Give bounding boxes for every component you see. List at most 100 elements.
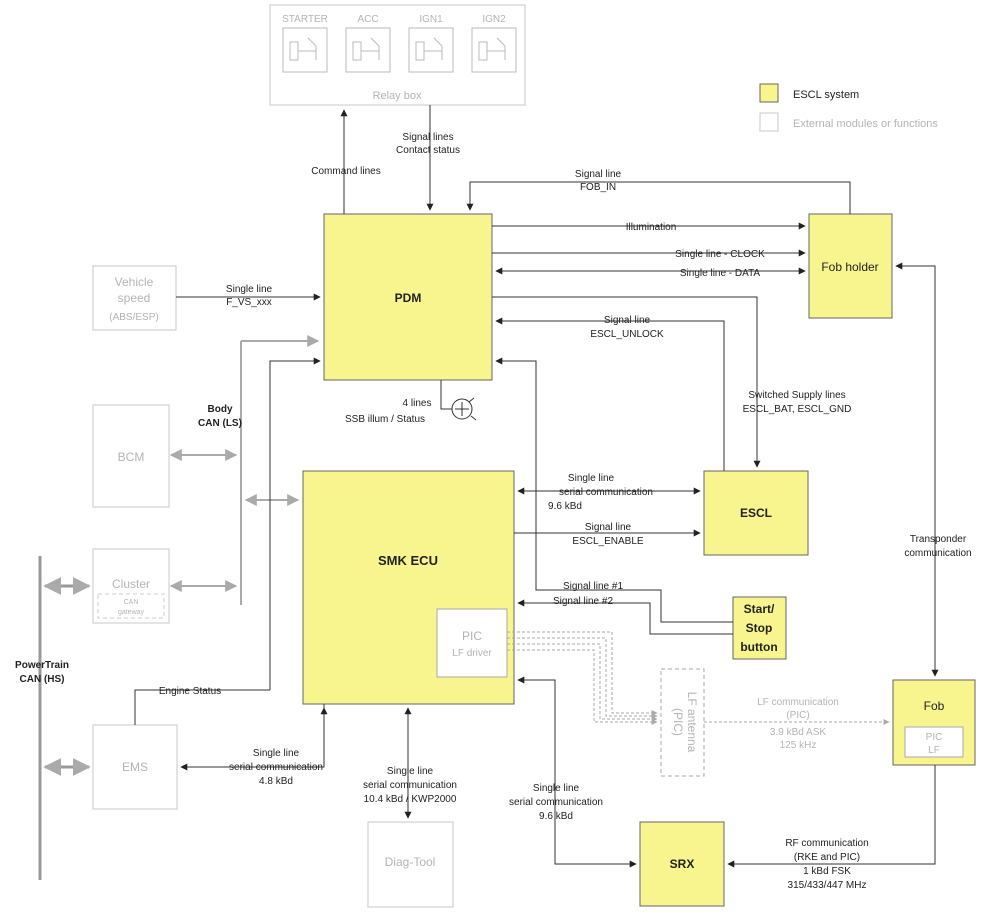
pdm-block: PDM: [323, 213, 493, 381]
label-ems-serial-2: serial communication: [229, 762, 323, 773]
label-data: Single line - DATA: [680, 268, 761, 279]
powertrain-can-bus: PowerTrain CAN (HS): [15, 556, 69, 880]
label-f-vs-1: Single line: [226, 284, 273, 295]
legend-escl-swatch: [759, 83, 779, 103]
body-can-links: [169, 335, 320, 592]
label-srx-serial-2: serial communication: [509, 797, 603, 808]
label-rf-comm-2: (RKE and PIC): [794, 852, 860, 863]
can-gateway-line1: CAN: [124, 599, 139, 606]
smk-ecu-block: SMK ECU PIC LF driver: [302, 470, 515, 705]
relay-label-starter: STARTER: [282, 14, 328, 25]
label-rf-comm-1: RF communication: [785, 838, 868, 849]
connections: [134, 105, 939, 868]
relay-label-ign1: IGN1: [419, 14, 443, 25]
relay-label-ign2: IGN2: [482, 14, 506, 25]
label-signal-2: Signal line #2: [553, 596, 613, 607]
label-ems-serial-1: Single line: [253, 748, 300, 759]
label-engine-status: Engine Status: [159, 686, 221, 697]
label-escl-enable-1: Signal line: [585, 522, 632, 533]
start-stop-line1: Start/: [744, 602, 775, 616]
fob-block: Fob PIC LF: [892, 679, 976, 766]
can-gateway-box: [97, 593, 165, 619]
lf-antenna-label: LF antenna: [685, 692, 699, 753]
label-diag-serial-1: Single line: [387, 766, 434, 777]
label-clock: Single line - CLOCK: [675, 249, 765, 260]
srx-label: SRX: [670, 857, 695, 871]
lf-antenna-pic-label: (PIC): [671, 708, 685, 736]
diag-tool-block: Diag-Tool: [367, 821, 454, 908]
vehicle-speed-block: Vehicle speed (ABS/ESP): [92, 265, 177, 331]
ems-label: EMS: [122, 760, 148, 774]
cluster-label: Cluster: [112, 577, 150, 591]
body-can-bus: Body CAN (LS): [198, 341, 242, 605]
label-srx-serial-3: 9.6 kBd: [539, 811, 573, 822]
label-rf-comm-3: 1 kBd FSK: [803, 866, 851, 877]
relay-box: STARTER ACC IGN1 IGN2 Relay box: [269, 4, 526, 106]
pic-lf-driver-box: [436, 608, 508, 678]
bcm-label: BCM: [118, 450, 145, 464]
label-lf-comm-2: (PIC): [786, 710, 809, 721]
label-diag-serial-2: serial communication: [363, 780, 457, 791]
label-escl-enable-2: ESCL_ENABLE: [572, 536, 643, 547]
fob-label: Fob: [924, 699, 945, 713]
label-rf-comm-4: 315/433/447 MHz: [788, 880, 867, 891]
label-diag-serial-3: 10.4 kBd / KWP2000: [364, 794, 457, 805]
relay-icon: [408, 27, 454, 73]
legend: ESCL system External modules or function…: [759, 83, 938, 132]
relay-label-acc: ACC: [357, 14, 378, 25]
label-srx-serial-1: Single line: [533, 783, 580, 794]
relay-icon: [282, 27, 328, 73]
fob-lf-label: LF: [928, 745, 940, 756]
escl-label: ESCL: [740, 506, 772, 520]
pic-sub-label: LF driver: [452, 648, 492, 659]
legend-external-label: External modules or functions: [793, 118, 938, 130]
lf-antenna-block: LF antenna (PIC): [660, 668, 705, 777]
powertrain-can-line2: CAN (HS): [20, 674, 65, 685]
can-gateway-line2: gateway: [118, 609, 145, 616]
label-f-vs-2: F_VS_xxx: [226, 297, 272, 308]
label-fob-in-2: FOB_IN: [580, 182, 616, 193]
powertrain-can-line1: PowerTrain: [15, 660, 69, 671]
label-smk-escl-serial-1: Single line: [568, 473, 615, 484]
start-stop-line3: button: [740, 640, 777, 654]
connection-labels: Command lines Signal lines Contact statu…: [159, 132, 972, 891]
smk-ecu-label: SMK ECU: [378, 553, 438, 568]
label-transponder-2: communication: [904, 548, 971, 559]
label-ssb-2: SSB illum / Status: [345, 414, 425, 425]
label-ems-serial-3: 4.8 kBd: [259, 776, 293, 787]
label-lf-comm-3: 3.9 kBd ASK: [770, 727, 826, 738]
diag-tool-label: Diag-Tool: [385, 855, 436, 869]
label-escl-unlock-2: ESCL_UNLOCK: [590, 329, 664, 340]
label-escl-unlock-1: Signal line: [604, 315, 651, 326]
bcm-block: BCM: [92, 404, 170, 508]
label-command-lines: Command lines: [311, 166, 380, 177]
label-illumination: Illumination: [626, 222, 677, 233]
label-ssb-1: 4 lines: [403, 398, 432, 409]
relay-icon: [471, 27, 517, 73]
start-stop-block: Start/ Stop button: [732, 596, 787, 660]
pdm-label: PDM: [395, 291, 422, 305]
body-can-line1: Body: [208, 404, 233, 415]
legend-external-swatch: [759, 112, 779, 132]
start-stop-line2: Stop: [746, 621, 773, 635]
body-can-line2: CAN (LS): [198, 418, 242, 429]
label-switched-supply-1: Switched Supply lines: [748, 390, 845, 401]
fob-pic-box: [904, 726, 964, 758]
pic-label: PIC: [462, 629, 482, 643]
srx-block: SRX: [639, 821, 725, 907]
label-signal-1: Signal line #1: [563, 581, 623, 592]
powertrain-can-links: [43, 577, 91, 776]
relay-box-title: Relay box: [373, 90, 422, 102]
fob-holder-block: Fob holder: [808, 213, 893, 319]
label-smk-escl-serial-2: serial communication: [559, 487, 653, 498]
label-smk-escl-serial-3: 9.6 kBd: [548, 501, 582, 512]
label-lf-comm-4: 125 kHz: [780, 740, 817, 751]
fob-pic-label: PIC: [926, 732, 943, 743]
label-fob-in-1: Signal line: [575, 169, 622, 180]
vehicle-speed-line2: speed: [118, 291, 151, 305]
vehicle-speed-line3: (ABS/ESP): [109, 312, 158, 323]
escl-block: ESCL: [703, 470, 809, 556]
fob-holder-label: Fob holder: [821, 260, 878, 274]
label-transponder-1: Transponder: [910, 534, 967, 545]
